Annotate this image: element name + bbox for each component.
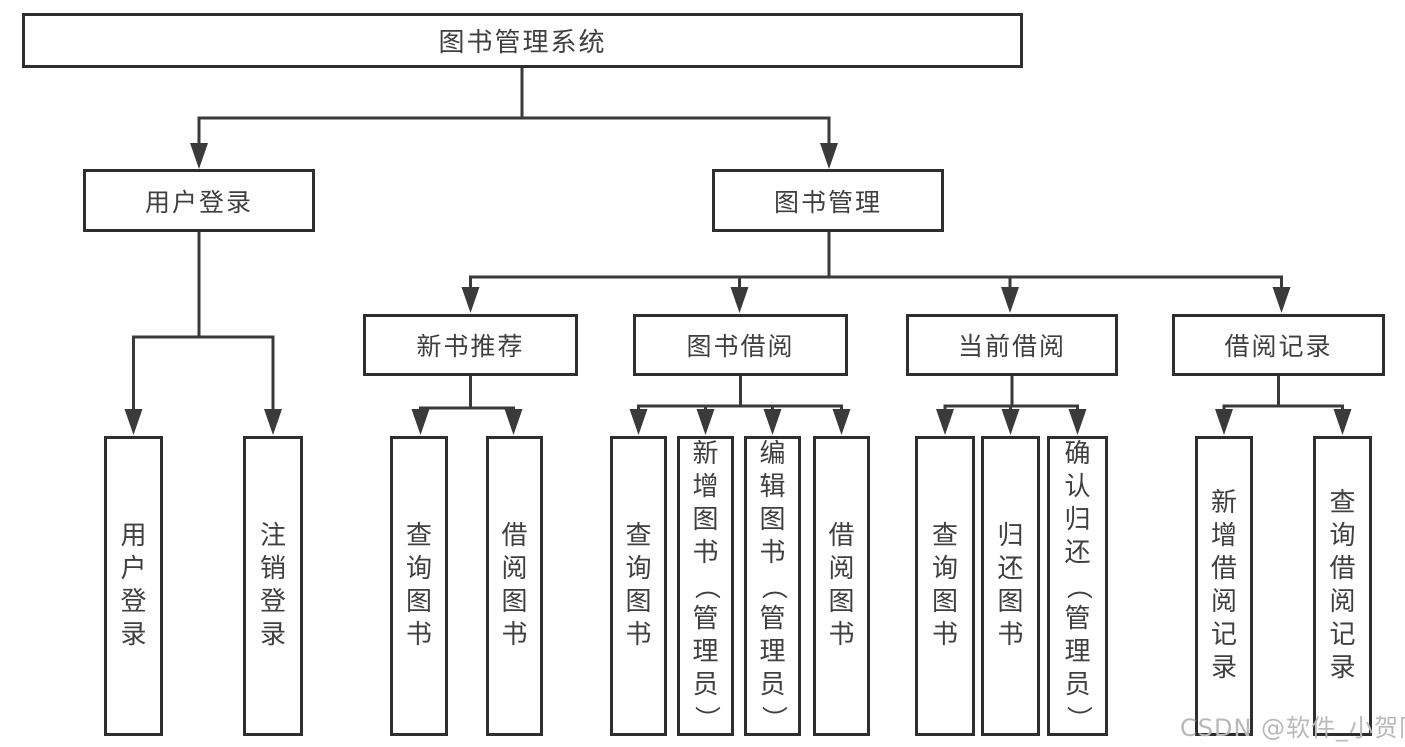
leaf-return-book: 归还图书 [981,436,1040,736]
leaf-add-borrow-record: 新增借阅记录 [1195,436,1253,736]
node-root-system: 图书管理系统 [22,13,1023,68]
leaf-add-book-admin: 新增图书（管理员） [677,436,734,736]
leaf-borrow-books-borrow: 借阅图书 [813,436,870,736]
leaf-edit-book-admin: 编辑图书（管理员） [744,436,801,736]
leaf-query-books-recommend: 查询图书 [390,436,448,736]
leaf-user-login: 用户登录 [104,436,163,736]
node-borrow-records: 借阅记录 [1172,314,1385,376]
leaf-query-books-current: 查询图书 [915,436,975,736]
node-book-borrow: 图书借阅 [633,314,848,376]
leaf-borrow-books-recommend: 借阅图书 [486,436,543,736]
leaf-query-books-borrow: 查询图书 [610,436,667,736]
node-user-login: 用户登录 [83,169,315,232]
node-new-book-recommend: 新书推荐 [363,314,578,376]
node-current-borrow: 当前借阅 [906,314,1118,376]
leaf-logout: 注销登录 [243,436,303,736]
node-book-management: 图书管理 [712,169,944,232]
leaf-confirm-return-admin: 确认归还（管理员） [1047,436,1108,736]
leaf-query-borrow-record: 查询借阅记录 [1313,436,1372,736]
